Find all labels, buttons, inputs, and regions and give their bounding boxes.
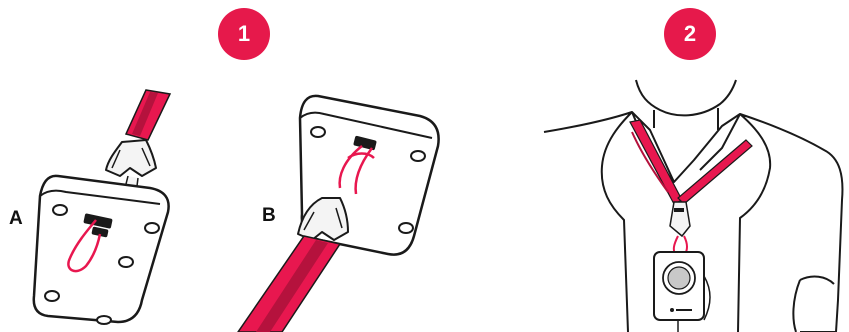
lanyard-clip-b [297,197,349,241]
cord-loop-b [338,145,375,195]
device-a [32,174,170,325]
person-arm [792,275,835,332]
lanyard-strap-b [237,235,342,332]
pendant-device [653,251,711,332]
person-neck [635,79,737,117]
label-b: B [262,205,276,226]
person-shirt [543,111,844,332]
lanyard-worn [629,119,753,205]
step-1-badge: 1 [218,8,270,60]
panel-b-illustration [237,94,440,332]
cord-over-device-a [67,219,102,273]
lanyard-clip-worn [669,201,691,257]
panel-a-illustration [32,89,172,325]
lanyard-strap-a [124,89,172,141]
label-a: A [9,208,23,229]
panel-2-illustration [543,79,844,332]
step-2-badge: 2 [664,8,716,60]
